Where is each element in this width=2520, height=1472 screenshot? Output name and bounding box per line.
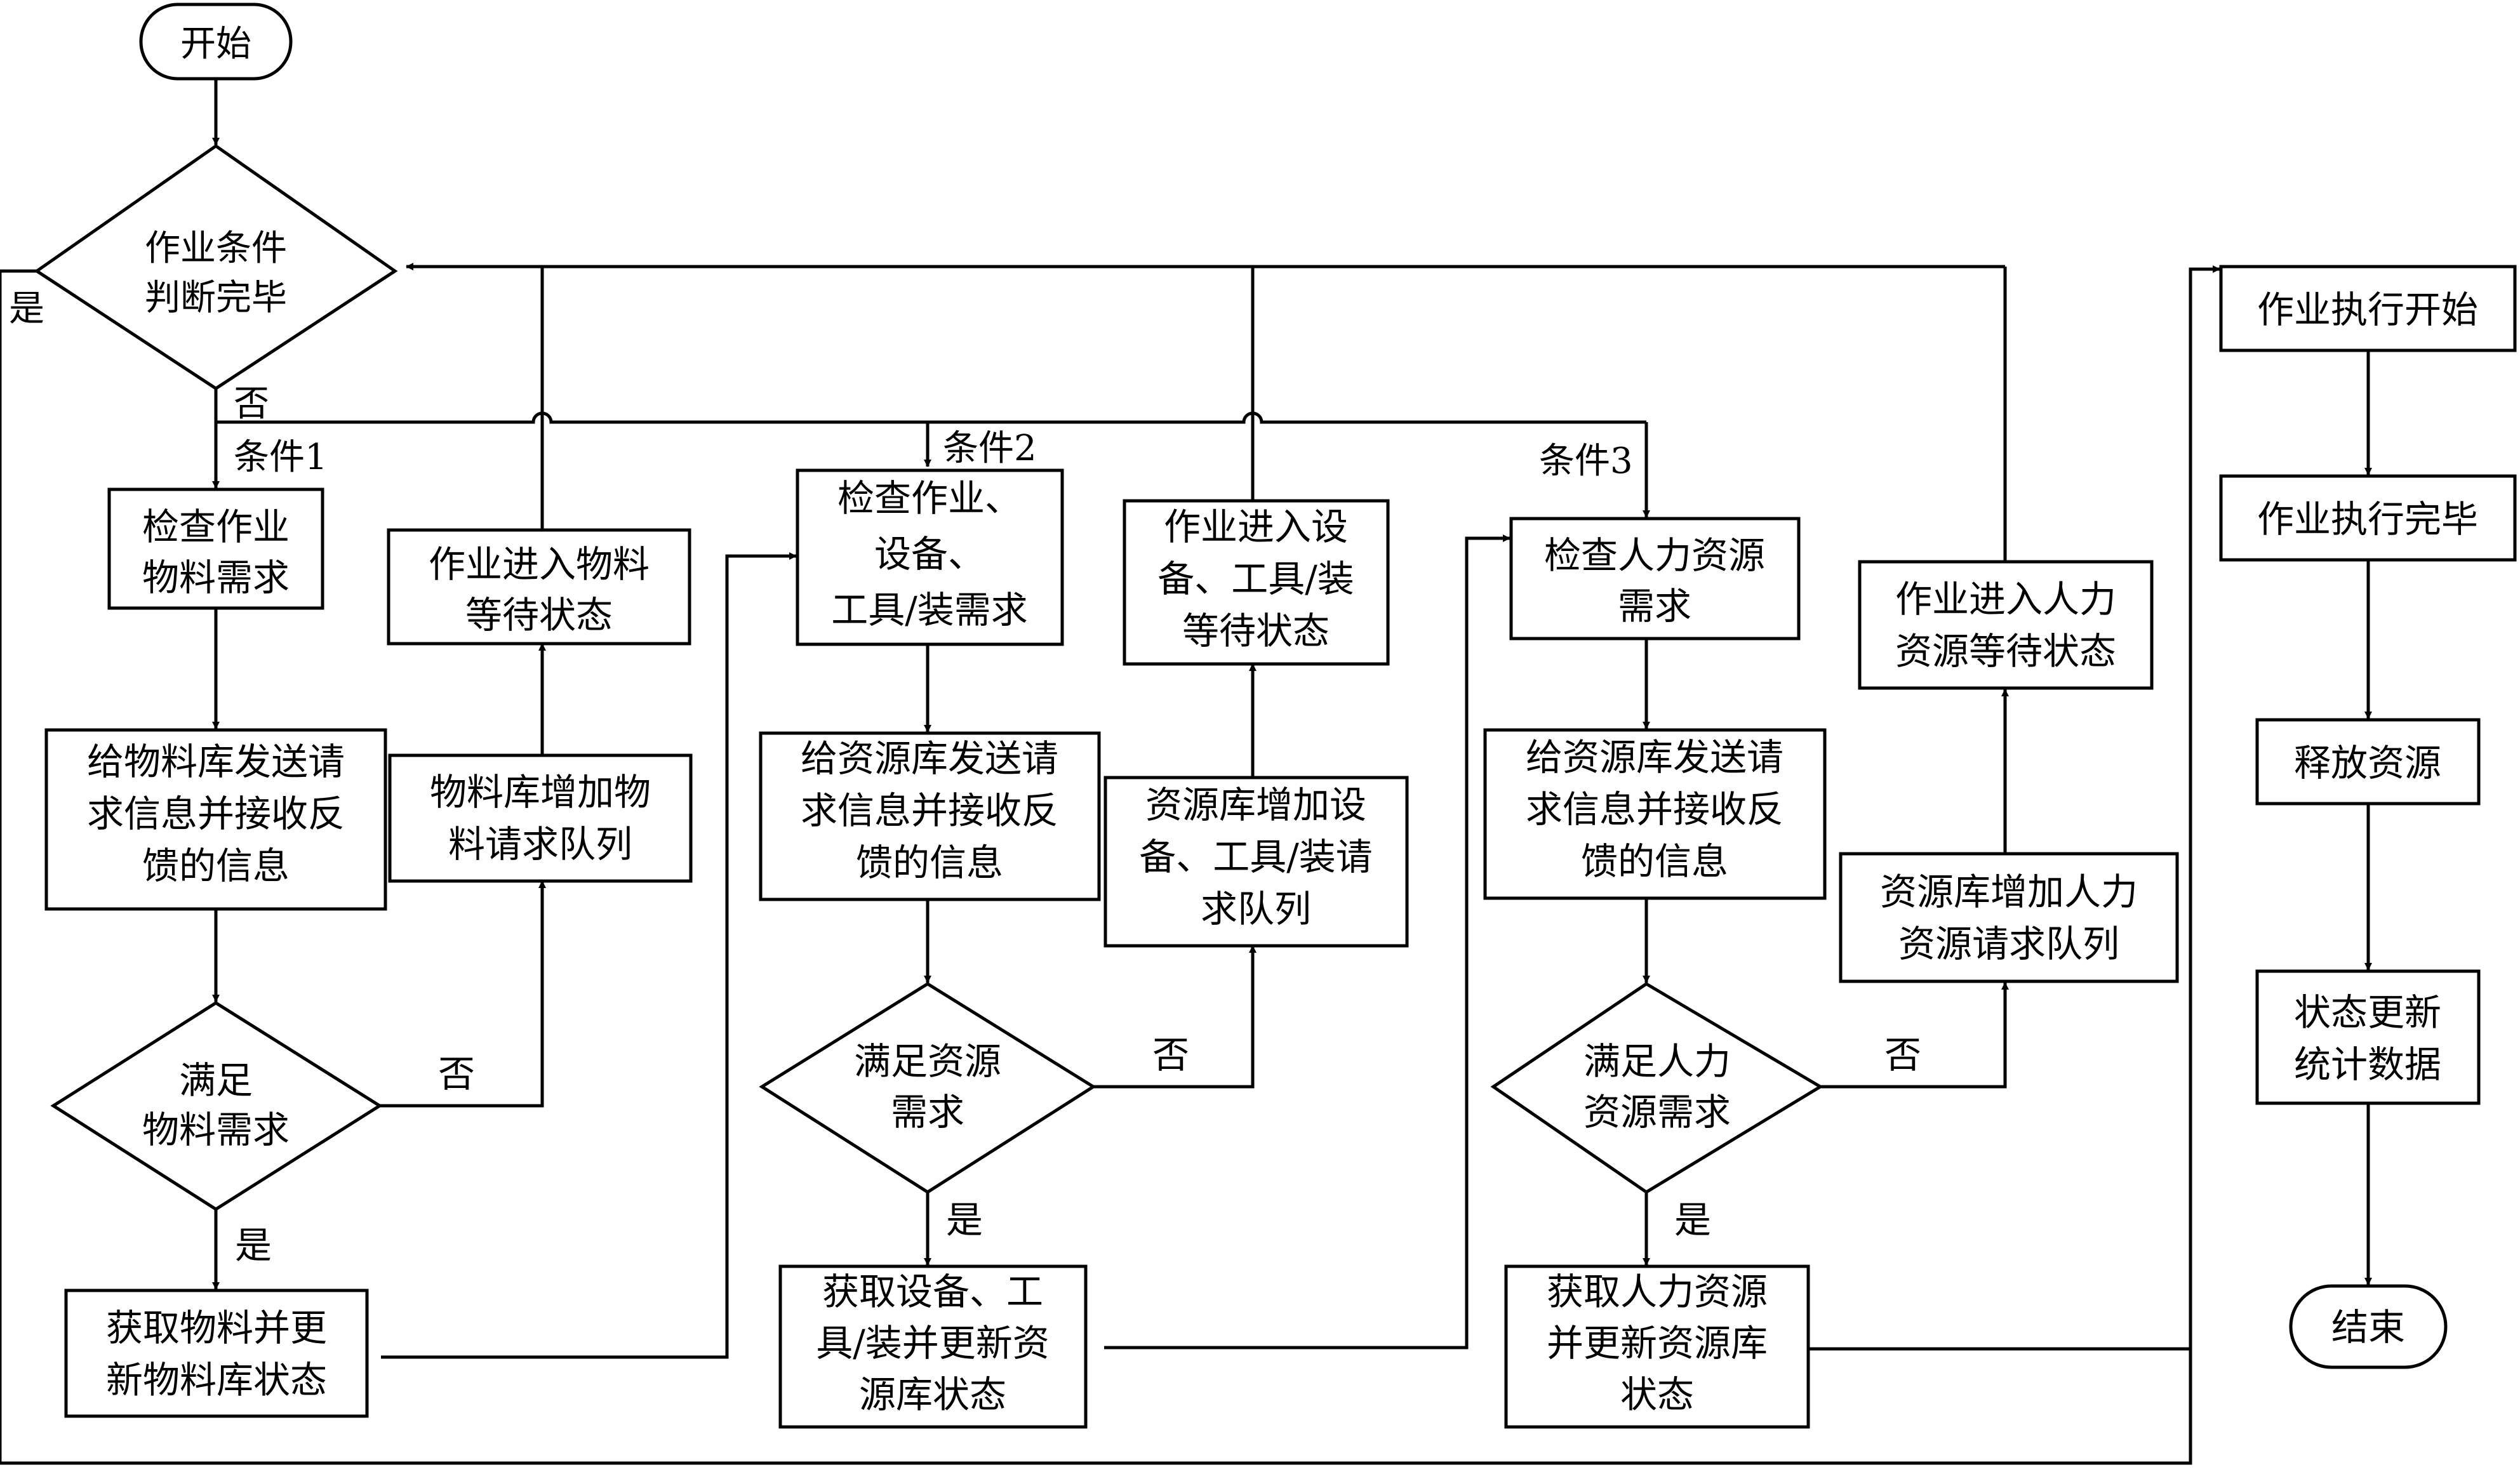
exec-start-box: 作业执行开始 [2219, 265, 2517, 352]
human-no-label: 否 [1884, 1033, 1921, 1077]
send-equipment-line-2: 求信息并接收反 [801, 789, 1058, 832]
wait-equipment-line-2: 备、工具/装 [1157, 557, 1354, 600]
wait-equipment-box: 作业进入设 备、工具/装 等待状态 [1123, 499, 1390, 666]
send-material-line-1: 给物料库发送请 [87, 740, 345, 783]
main-decision-line-1: 作业条件 [145, 228, 287, 269]
main-no-label: 否 [234, 383, 269, 425]
equipment-decision-line-2: 需求 [891, 1091, 964, 1134]
queue-human-box: 资源库增加人力 资源请求队列 [1839, 852, 2179, 983]
update-stats-box: 状态更新 统计数据 [2255, 969, 2481, 1105]
human-decision: 满足人力 资源需求 [1490, 982, 1823, 1194]
exec-end-box: 作业执行完毕 [2219, 474, 2517, 562]
wait-human-box: 作业进入人力 资源等待状态 [1858, 560, 2154, 690]
human-yes-label: 是 [1674, 1198, 1711, 1242]
get-equipment-line-1: 获取设备、工 [822, 1270, 1043, 1313]
cond1-label: 条件1 [234, 437, 328, 478]
queue-human-line-2: 资源请求队列 [1898, 922, 2119, 965]
check-material-line-2: 物料需求 [142, 556, 290, 599]
wait-human-line-2: 资源等待状态 [1895, 630, 2116, 673]
end-node: 结束 [2289, 1284, 2448, 1369]
material-yes-label: 是 [235, 1224, 272, 1267]
edge-labels: 是 否 条件1 条件2 条件3 否 是 否 是 否 是 [9, 288, 1921, 1267]
get-human-box: 获取人力资源 并更新资源库 状态 [1504, 1264, 1810, 1429]
cond3-label: 条件3 [1539, 441, 1633, 482]
material-decision-line-1: 满足 [179, 1059, 253, 1102]
get-material-box: 获取物料并更 新物料库状态 [64, 1289, 369, 1418]
send-human-line-3: 馈的信息 [1581, 840, 1728, 883]
exec-end-label: 作业执行完毕 [2257, 498, 2478, 541]
check-material-line-1: 检查作业 [142, 505, 290, 548]
cond2-label: 条件2 [943, 428, 1037, 469]
release-label: 释放资源 [2294, 741, 2441, 785]
equipment-decision-line-1: 满足资源 [854, 1040, 1001, 1083]
end-label: 结束 [2331, 1306, 2405, 1349]
main-yes-label: 是 [9, 288, 44, 329]
check-human-line-2: 需求 [1618, 585, 1691, 628]
equipment-no-label: 否 [1152, 1033, 1189, 1077]
wait-human-line-1: 作业进入人力 [1895, 578, 2116, 621]
queue-human-line-1: 资源库增加人力 [1880, 870, 2138, 913]
start-node: 开始 [139, 3, 293, 81]
connectors [0, 79, 2372, 1465]
get-material-line-1: 获取物料并更 [106, 1306, 327, 1349]
material-no-label: 否 [438, 1052, 475, 1096]
get-equipment-line-3: 源库状态 [859, 1373, 1006, 1416]
send-human-line-1: 给资源库发送请 [1526, 736, 1783, 779]
material-decision: 满足 物料需求 [50, 1001, 383, 1211]
wait-material-box: 作业进入物料 等待状态 [387, 528, 691, 646]
send-human-box: 给资源库发送请 求信息并接收反 馈的信息 [1483, 728, 1827, 900]
queue-equipment-line-2: 备、工具/装请 [1139, 835, 1373, 879]
get-equipment-box: 获取设备、工 具/装并更新资 源库状态 [778, 1264, 1088, 1429]
send-equipment-box: 给资源库发送请 求信息并接收反 馈的信息 [759, 731, 1101, 901]
queue-material-line-1: 物料库增加物 [430, 771, 651, 814]
main-decision-line-2: 判断完毕 [145, 277, 287, 319]
get-human-line-1: 获取人力资源 [1547, 1270, 1768, 1313]
check-material-box: 检查作业 物料需求 [107, 487, 324, 610]
check-equipment-line-1: 检查作业、 [837, 477, 1022, 520]
check-equipment-box: 检查作业、 设备、 工具/装需求 [796, 468, 1064, 646]
wait-material-line-2: 等待状态 [465, 593, 613, 637]
start-label: 开始 [180, 23, 251, 65]
check-human-line-1: 检查人力资源 [1544, 534, 1765, 577]
check-equipment-line-3: 工具/装需求 [831, 588, 1028, 632]
wait-material-line-1: 作业进入物料 [429, 543, 650, 586]
wait-equipment-line-1: 作业进入设 [1164, 505, 1348, 548]
get-human-line-2: 并更新资源库 [1547, 1322, 1768, 1365]
send-equipment-line-1: 给资源库发送请 [801, 737, 1058, 780]
get-material-line-2: 新物料库状态 [106, 1358, 327, 1402]
get-human-line-3: 状态 [1620, 1373, 1694, 1416]
material-decision-line-2: 物料需求 [142, 1108, 290, 1151]
send-human-line-2: 求信息并接收反 [1526, 788, 1783, 831]
get-equipment-line-2: 具/装并更新资 [816, 1322, 1050, 1365]
check-equipment-line-2: 设备、 [874, 533, 985, 576]
main-decision: 作业条件 判断完毕 [34, 143, 398, 390]
send-material-box: 给物料库发送请 求信息并接收反 馈的信息 [44, 728, 387, 911]
queue-equipment-box: 资源库增加设 备、工具/装请 求队列 [1103, 776, 1409, 948]
send-material-line-2: 求信息并接收反 [87, 792, 345, 835]
send-material-line-3: 馈的信息 [142, 844, 290, 887]
send-equipment-line-3: 馈的信息 [856, 841, 1003, 884]
queue-material-line-2: 料请求队列 [448, 823, 632, 866]
equipment-decision: 满足资源 需求 [759, 982, 1097, 1194]
queue-equipment-line-3: 求队列 [1201, 887, 1311, 931]
human-decision-line-1: 满足人力 [1583, 1040, 1731, 1083]
check-human-box: 检查人力资源 需求 [1509, 517, 1801, 640]
equipment-yes-label: 是 [946, 1198, 983, 1242]
queue-equipment-line-1: 资源库增加设 [1145, 783, 1366, 826]
human-decision-line-2: 资源需求 [1583, 1091, 1731, 1134]
queue-material-box: 物料库增加物 料请求队列 [388, 753, 693, 883]
release-box: 释放资源 [2255, 718, 2481, 806]
update-stats-line-2: 统计数据 [2294, 1043, 2441, 1086]
update-stats-line-1: 状态更新 [2294, 991, 2441, 1034]
wait-equipment-line-3: 等待状态 [1182, 609, 1330, 653]
exec-start-label: 作业执行开始 [2257, 288, 2478, 331]
